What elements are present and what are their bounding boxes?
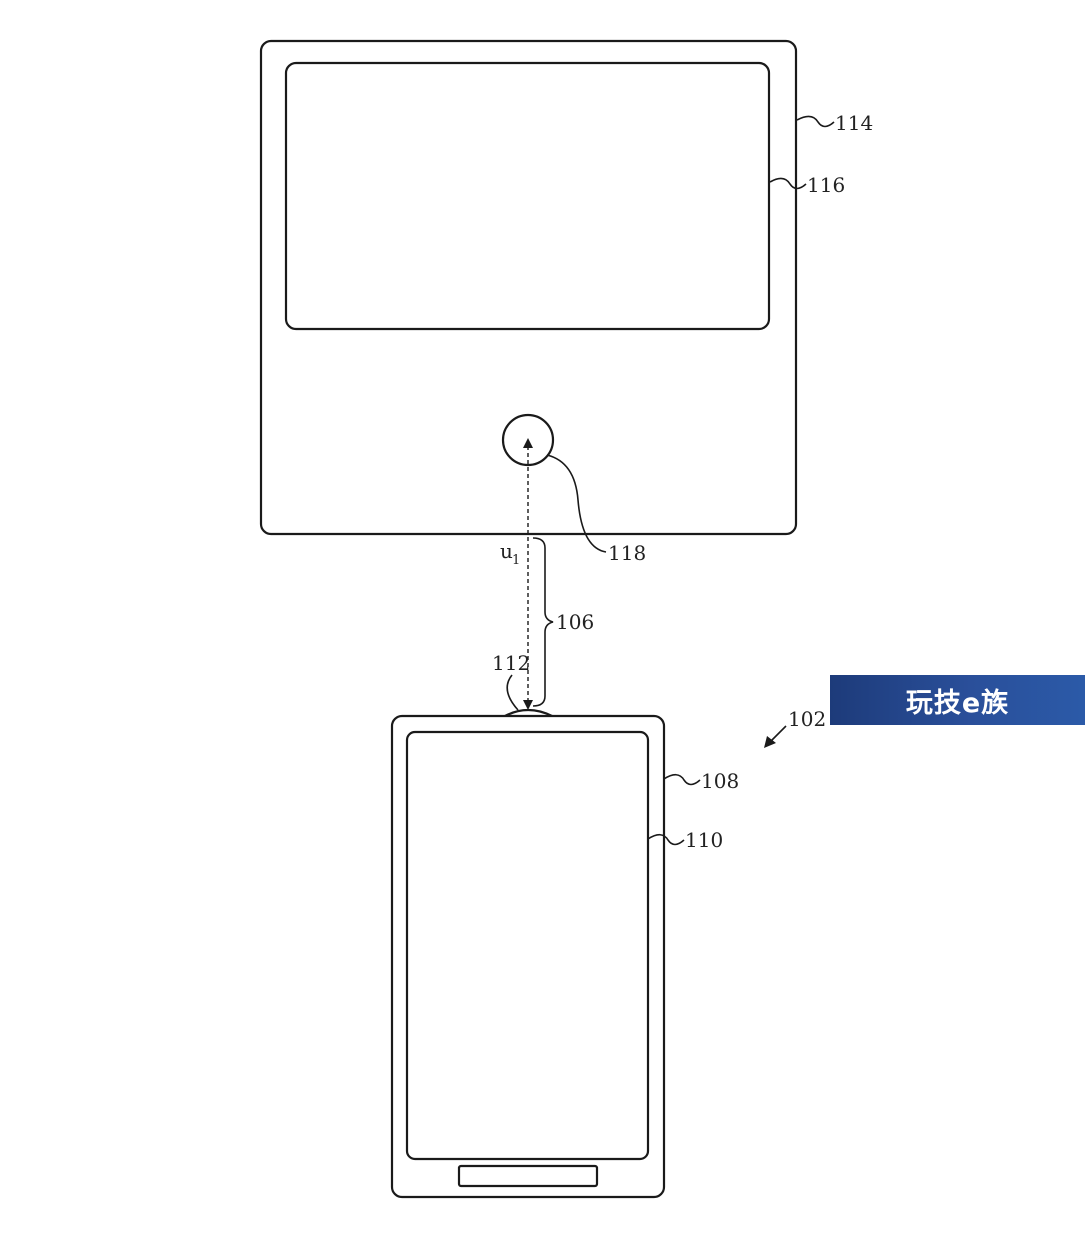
display-screen-outline bbox=[284, 61, 771, 331]
label-108: 108 bbox=[701, 769, 739, 793]
label-u: u bbox=[500, 539, 513, 563]
label-112: 112 bbox=[492, 651, 530, 675]
leader-112 bbox=[506, 674, 519, 711]
leader-114 bbox=[796, 115, 835, 128]
watermark-text: 玩技e族 bbox=[905, 687, 1010, 719]
label-114: 114 bbox=[835, 111, 873, 135]
distance-arrow-bottom bbox=[523, 700, 533, 710]
phone-antenna-bump bbox=[504, 708, 553, 717]
watermark-banner: 玩技e族 bbox=[830, 675, 1085, 725]
distance-brace bbox=[532, 537, 554, 707]
leader-108 bbox=[663, 773, 701, 786]
label-u-subscript: 1 bbox=[512, 553, 520, 568]
phone-screen-outline bbox=[405, 730, 650, 1161]
leader-118 bbox=[546, 454, 607, 553]
label-118: 118 bbox=[608, 541, 646, 565]
sensor-circle bbox=[501, 413, 555, 467]
label-102: 102 bbox=[788, 707, 826, 731]
leader-102 bbox=[769, 725, 787, 743]
distance-arrow-top bbox=[523, 438, 533, 448]
phone-home-bar bbox=[457, 1164, 599, 1188]
label-116: 116 bbox=[807, 173, 845, 197]
phone-body-outline bbox=[390, 714, 666, 1199]
leader-116 bbox=[769, 177, 807, 190]
label-110: 110 bbox=[685, 828, 723, 852]
leader-110 bbox=[647, 833, 685, 846]
label-106: 106 bbox=[556, 610, 594, 634]
arrow-102-head bbox=[764, 736, 776, 748]
